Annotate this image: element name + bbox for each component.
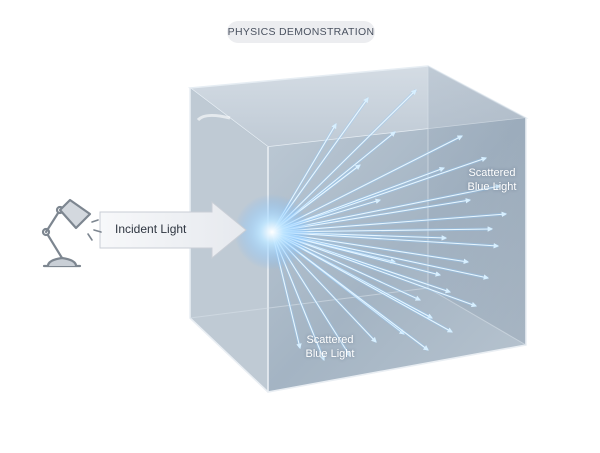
header-badge: PHYSICS DEMONSTRATION xyxy=(227,21,375,43)
scattered-ray xyxy=(271,184,502,233)
scattered-label-top-line2: Blue Light xyxy=(467,181,517,193)
scattered-ray xyxy=(271,211,508,233)
desk-lamp-icon xyxy=(41,198,102,268)
scattered-label-bottom-line2: Blue Light xyxy=(305,348,355,360)
incident-arrow-icon xyxy=(99,200,247,260)
incident-light-label: Incident Light xyxy=(115,222,187,236)
entry-glow xyxy=(234,194,310,270)
scattered-label-top: Scattered Blue Light xyxy=(452,166,532,194)
scattered-label-top-line1: Scattered xyxy=(468,167,516,179)
glass-box-back-side xyxy=(428,66,526,345)
scattered-label-bottom-line1: Scattered xyxy=(306,334,354,346)
scattered-label-bottom: Scattered Blue Light xyxy=(290,333,370,361)
